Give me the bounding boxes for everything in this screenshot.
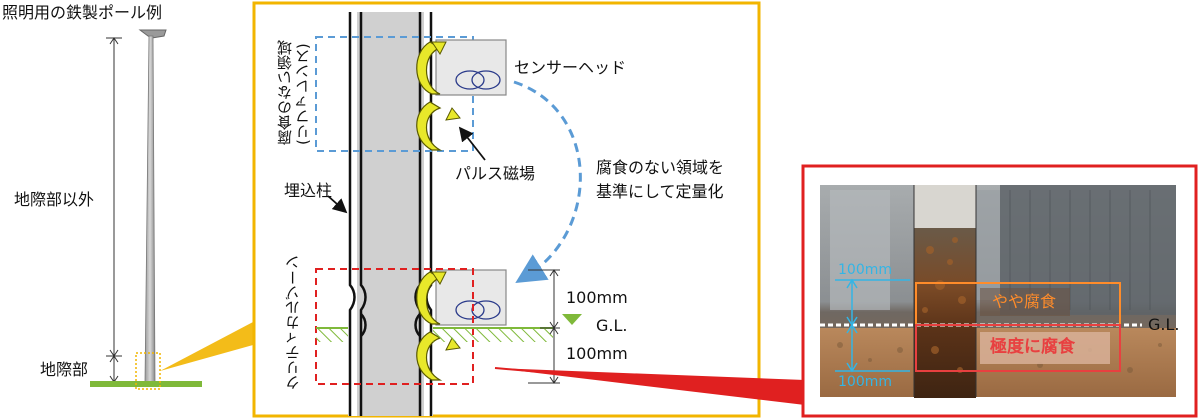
pulse-field-pointer xyxy=(458,126,486,161)
lamp-head xyxy=(138,29,167,39)
photo-connector-wedge xyxy=(495,368,805,405)
middle-panel-frame xyxy=(252,1,761,418)
sensor-head-lower xyxy=(435,269,507,326)
severe-corrosion-label-bg xyxy=(980,332,1110,364)
sensor-head-label: センサーヘッド xyxy=(514,58,627,77)
label-ground: 地際部 xyxy=(40,360,89,380)
label-above-ground: 地際部以外 xyxy=(14,190,95,210)
quantify-curved-arrow xyxy=(513,80,582,283)
pulse-field-coil-upper xyxy=(416,41,461,151)
gl-triangle-marker xyxy=(562,314,582,325)
middle-dim-below: 100mm xyxy=(566,344,628,363)
left-panel-title: 照明用の鉄製ポール例 xyxy=(2,3,163,22)
photo-dim-below: 100mm xyxy=(838,374,892,390)
quantify-label-line2: 基準にして定量化 xyxy=(596,182,724,201)
ground-level-hatch xyxy=(316,327,553,342)
pole-shaft xyxy=(144,35,156,383)
critical-zone-label: クリティカルゾーン xyxy=(284,255,302,390)
sensor-head-upper xyxy=(435,39,507,96)
reference-zone-label: 腐食のない領域 (リファレンス) xyxy=(276,40,312,145)
middle-dimension xyxy=(528,269,582,384)
middle-dim-above: 100mm xyxy=(566,288,628,307)
critical-zone-box xyxy=(315,268,474,385)
photo-dim-above: 100mm xyxy=(838,262,892,278)
severe-corrosion-label: 極度に腐食 xyxy=(990,337,1075,357)
corrosion-photo xyxy=(820,185,1176,398)
photo-dimension xyxy=(835,278,910,373)
pulse-field-coil-lower xyxy=(416,271,461,381)
slight-corrosion-label: やや腐食 xyxy=(992,292,1057,311)
middle-ground-level: G.L. xyxy=(596,316,628,335)
severe-corrosion-box xyxy=(915,324,1121,372)
zoom-connector xyxy=(160,322,253,371)
left-pole-illustration xyxy=(90,29,253,390)
slight-corrosion-label-bg xyxy=(980,288,1070,316)
reference-zone-box xyxy=(315,36,474,152)
ground-strip xyxy=(90,381,202,387)
quantify-label-line1: 腐食のない領域を xyxy=(596,158,725,177)
photo-ground-level: G.L. xyxy=(1148,315,1180,334)
embedded-pole-pointer xyxy=(327,195,348,214)
embedded-pole-label: 埋込柱 xyxy=(284,181,333,200)
pulse-field-label: パルス磁場 xyxy=(455,164,536,183)
